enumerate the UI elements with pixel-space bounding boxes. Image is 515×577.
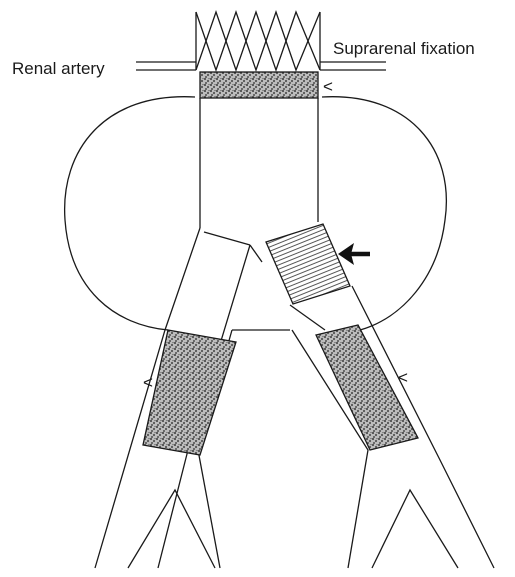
proximal-seal-zone — [200, 72, 318, 98]
renal-artery-left — [136, 62, 196, 70]
contralateral-gate-segment — [266, 224, 350, 304]
marker-proximal: < — [323, 77, 333, 96]
renal-artery-label: Renal artery — [12, 59, 105, 78]
suprarenal-bare-stent — [196, 12, 320, 70]
left-distal-seal-zone — [143, 330, 236, 455]
marker-right-limb: < — [398, 368, 408, 387]
aneurysm-sac — [65, 97, 447, 330]
renal-artery-right — [320, 62, 386, 70]
marker-left-limb: < — [143, 373, 153, 392]
suprarenal-fixation-label: Suprarenal fixation — [333, 39, 475, 58]
arrow-left-icon — [338, 243, 370, 265]
iliac-branches — [128, 490, 458, 568]
